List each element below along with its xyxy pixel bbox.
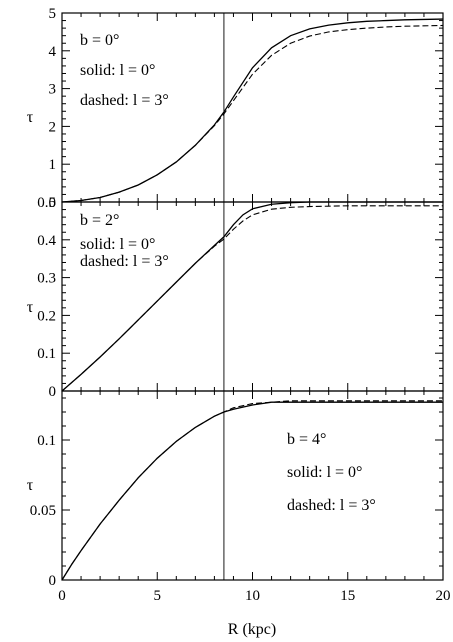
plot-frame [61, 201, 444, 392]
annotation: dashed: l = 3° [287, 497, 376, 514]
x-tick-label: 10 [245, 588, 260, 604]
x-tick-label: 20 [436, 588, 451, 604]
series-dashed [61, 24, 444, 203]
y-tick-label: 4 [49, 44, 57, 60]
y-tick-label: 0.1 [37, 346, 56, 362]
panel-top: 0 1 2 3 4 5 τ b = 0° solid: l = 0° dashed: l = 3° [27, 6, 444, 211]
annotation: solid: l = 0° [80, 62, 155, 79]
y-tick-label: 3 [49, 82, 57, 98]
series-solid [61, 401, 443, 581]
y-tick-label: 0 [49, 573, 57, 589]
panel-middle: 0 0.1 0.2 0.3 0.4 0.5 τ b = 2° solid: l = 0°dash… [27, 195, 444, 400]
x-tick-label: 5 [154, 588, 162, 604]
y-tick-label: 0.3 [37, 271, 56, 287]
y-tick-label: 2 [49, 119, 57, 135]
y-tick-label: 0 [49, 195, 57, 211]
y-tick-label: 0.2 [37, 308, 56, 324]
x-tick-label: 15 [340, 588, 355, 604]
annotation: dashed: l = 3° [80, 253, 169, 270]
series-dashed [61, 205, 443, 392]
y-axis-title: τ [27, 299, 34, 316]
y-axis-title: τ [27, 109, 34, 126]
annotation: b = 4° [287, 431, 326, 448]
x-axis-title: R (kpc) [228, 621, 276, 638]
series-dashed [61, 400, 443, 581]
y-tick-label: 5 [49, 6, 57, 22]
panel-bottom: 0 5 10 15 20 0 0.05 0.1 τ b = 4° solid: l = 0° dash… [27, 390, 451, 604]
x-tick-label: 0 [58, 588, 66, 604]
plot-frame [61, 390, 444, 581]
series-solid [61, 201, 443, 392]
y-axis-title: τ [27, 477, 34, 494]
y-tick-label: 1 [49, 157, 57, 173]
y-tick-label: 0.4 [37, 233, 56, 249]
y-tick-label: 0 [49, 384, 57, 400]
annotation: solid: l = 0° [287, 464, 362, 481]
annotation: dashed: l = 3° [80, 92, 169, 109]
annotation: b = 0° [80, 32, 119, 49]
y-tick-label: 0.05 [30, 503, 56, 519]
y-tick-label: 0.1 [37, 433, 56, 449]
y-tick-label: 0.5 [37, 195, 56, 211]
annotation: solid: l = 0° [80, 236, 155, 253]
annotation: b = 2° [80, 212, 119, 229]
